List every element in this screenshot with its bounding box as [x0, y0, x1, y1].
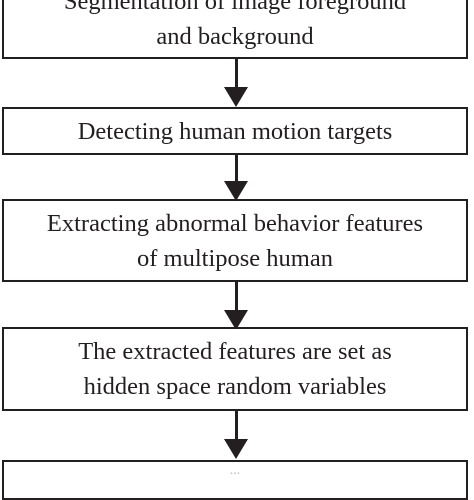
step-1-line-1: Segmentation of image foreground — [63, 0, 407, 15]
step-5-line-1: ... — [229, 463, 241, 478]
step-1-line-2: and background — [156, 22, 314, 50]
step-2-box: Detecting human motion targets — [2, 107, 468, 155]
step-3-line-2: of multipose human — [137, 244, 333, 272]
step-4-line-1: The extracted features are set as — [78, 338, 392, 365]
step-4-box: The extracted features are set as hidden… — [2, 327, 468, 411]
step-4-line-2: hidden space random variables — [83, 373, 387, 400]
step-3-box: Extracting abnormal behavior features of… — [2, 199, 468, 282]
step-3-line-1: Extracting abnormal behavior features — [46, 209, 424, 237]
step-2-line-1: Detecting human motion targets — [77, 117, 393, 145]
step-1-box: Segmentation of image foreground and bac… — [2, 0, 468, 59]
step-5-box: ... — [2, 460, 468, 500]
